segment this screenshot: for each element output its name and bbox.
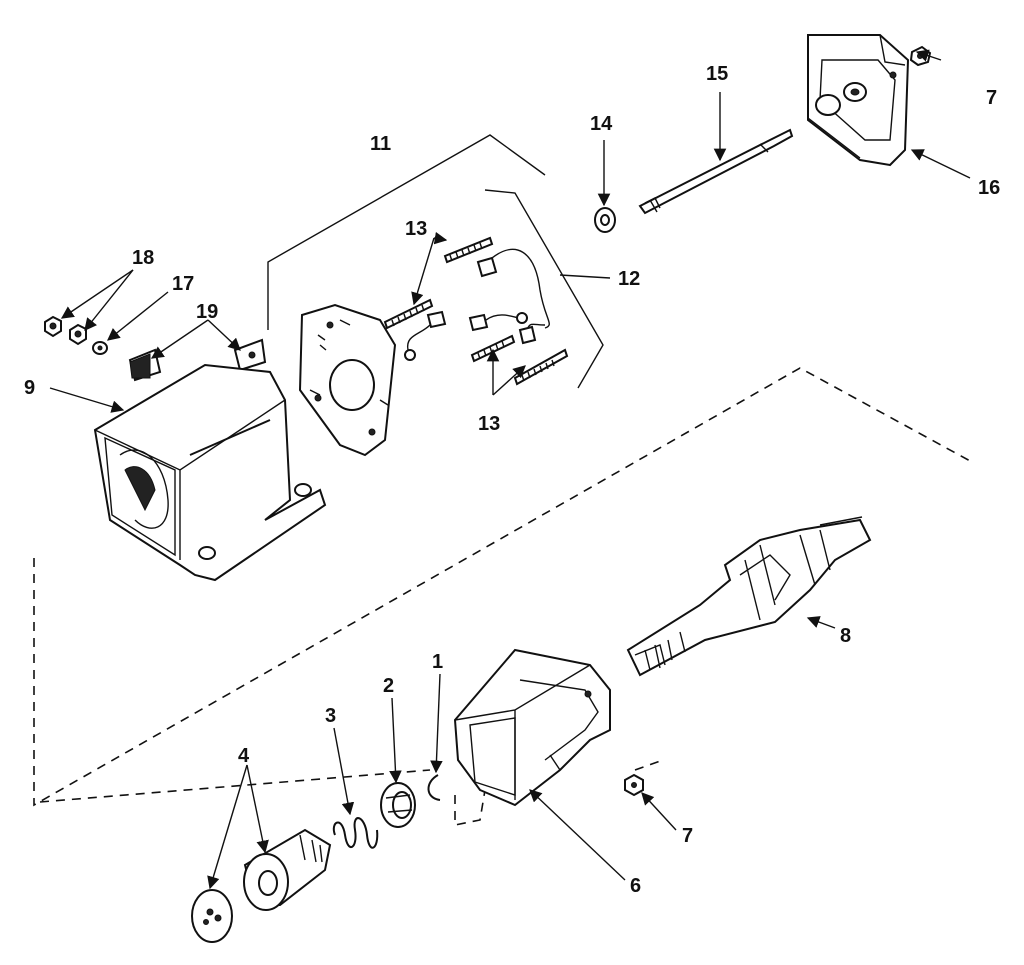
brush-plate-11 [298,303,397,457]
callout-2: 2 [383,675,394,697]
pinion-gear-4 [191,828,332,943]
through-bolt-15 [638,128,794,215]
spring-retainer-2 [380,782,416,828]
callout-3: 3 [325,705,336,727]
callout-13-upper: 13 [405,218,427,240]
brush-set-12 [404,248,550,361]
callout-14: 14 [590,113,613,135]
bracket-11 [267,134,546,330]
drive-end-housing-6 [453,648,611,807]
callout-7-bottom: 7 [682,825,693,847]
spring-3 [332,817,379,849]
nuts-18 [44,315,87,346]
callout-18: 18 [132,247,154,269]
end-cap-16 [807,34,910,167]
callout-4: 4 [238,745,250,767]
armature-8 [626,516,872,677]
motor-housing-9 [93,363,327,582]
callout-6: 6 [630,875,641,897]
assembly-dashed-outline-lower [39,759,664,826]
callout-15: 15 [706,63,728,85]
callout-labels: 1 2 3 4 6 7 7 8 9 11 12 13 13 14 15 16 1… [24,63,1000,897]
callout-16: 16 [978,177,1000,199]
callout-1: 1 [432,651,443,673]
washer-17 [92,341,108,355]
callout-19: 19 [196,301,218,323]
leader-lines [49,49,971,890]
nut-7-bottom [624,773,644,797]
callout-7-top: 7 [986,87,997,109]
retaining-ring-1 [427,774,441,801]
bracket-12 [484,189,604,389]
callout-17: 17 [172,273,194,295]
brush-springs-13 [383,236,569,386]
callout-9: 9 [24,377,35,399]
callout-8: 8 [840,625,851,647]
callout-12: 12 [618,268,640,290]
washer-14 [594,207,616,233]
callout-11: 11 [370,133,391,155]
callout-13-lower: 13 [478,413,500,435]
